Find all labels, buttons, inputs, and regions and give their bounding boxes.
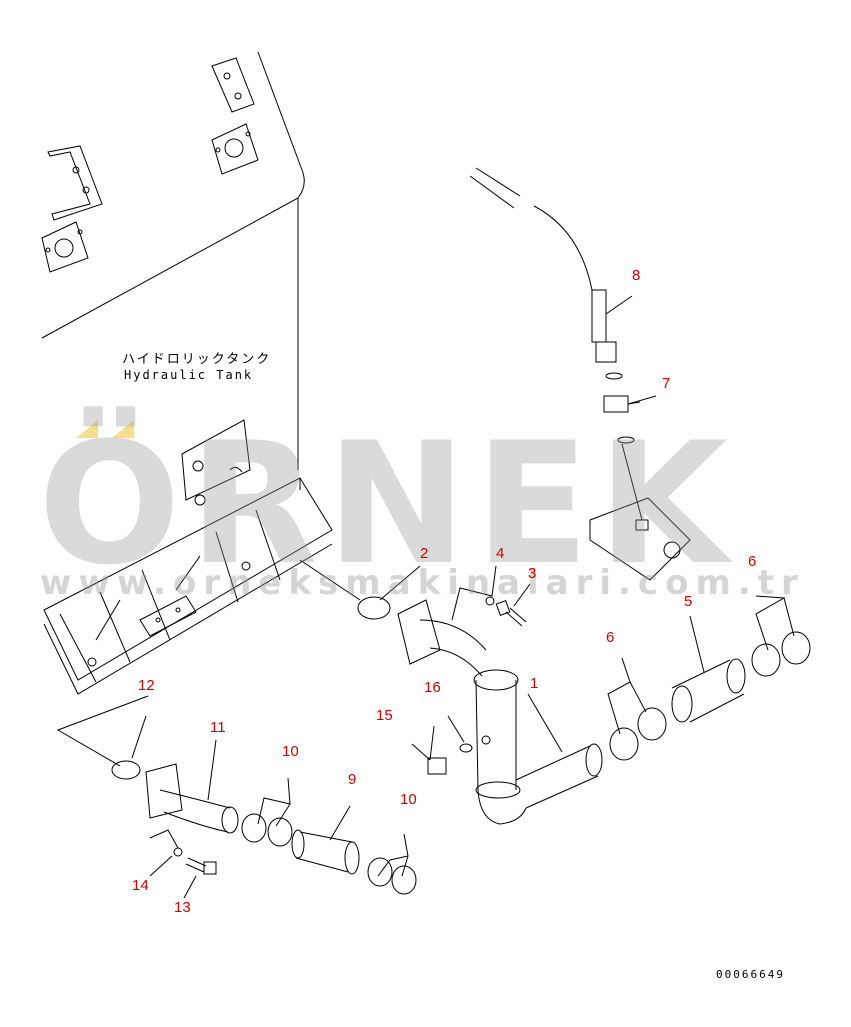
document-number: 00066649 bbox=[716, 968, 785, 981]
callout-1: 1 bbox=[530, 675, 539, 692]
hydraulic-tank bbox=[42, 52, 304, 470]
callout-11: 11 bbox=[210, 719, 226, 736]
part-4-washer bbox=[486, 597, 494, 605]
part-12-gasket bbox=[112, 761, 140, 779]
watermark-url: www.orneksmakinalari.com.tr bbox=[40, 563, 805, 603]
part-10-hose-clamp-set-a bbox=[242, 814, 292, 846]
callout-9: 9 bbox=[348, 771, 357, 788]
callout-7: 7 bbox=[662, 375, 671, 392]
callout-12: 12 bbox=[138, 677, 155, 694]
part-6-hose-clamp-set-b bbox=[752, 632, 810, 676]
tank-label-english: Hydraulic Tank bbox=[124, 368, 254, 382]
part-16-o-ring bbox=[460, 744, 472, 752]
tank-flange-upper bbox=[212, 124, 258, 174]
callout-15: 15 bbox=[376, 707, 393, 724]
callout-10-b: 10 bbox=[400, 791, 417, 808]
part-8-hose bbox=[470, 168, 616, 362]
valve-block bbox=[590, 444, 690, 580]
callout-6-b: 6 bbox=[748, 553, 757, 570]
callout-8: 8 bbox=[632, 267, 641, 284]
callout-13: 13 bbox=[174, 899, 191, 916]
leader-lines bbox=[58, 296, 794, 898]
callout-5: 5 bbox=[684, 593, 693, 610]
tank-label-japanese: ハイドロリックタンク bbox=[122, 352, 272, 367]
tank-support-bracket bbox=[48, 146, 102, 220]
part-11-pipe bbox=[146, 764, 238, 833]
part-10-hose-clamp-set-b bbox=[368, 858, 416, 894]
part-1-elbow-pipe bbox=[398, 600, 602, 824]
callout-4: 4 bbox=[496, 545, 505, 562]
part-2-gasket bbox=[358, 597, 390, 619]
part-3-bolt bbox=[496, 601, 526, 626]
callout-10-a: 10 bbox=[282, 743, 299, 760]
callout-6-a: 6 bbox=[606, 629, 615, 646]
part-9-hose bbox=[292, 830, 359, 874]
watermark-accent bbox=[76, 420, 134, 438]
callout-16: 16 bbox=[424, 679, 441, 696]
part-5-hose bbox=[672, 659, 745, 722]
callout-14: 14 bbox=[132, 877, 149, 894]
tank-bracket-upper bbox=[212, 58, 254, 112]
callout-2: 2 bbox=[420, 545, 429, 562]
watermark-brand: ÖRNEK bbox=[38, 406, 736, 602]
callout-3: 3 bbox=[528, 565, 537, 582]
tank-flange-lower bbox=[42, 222, 88, 272]
part-6-hose-clamp-set-a bbox=[610, 708, 666, 760]
part-14-washer bbox=[174, 848, 182, 856]
frame-crossmember bbox=[44, 420, 360, 694]
part-13-bolt bbox=[186, 858, 216, 874]
part-15-plug bbox=[412, 744, 446, 774]
